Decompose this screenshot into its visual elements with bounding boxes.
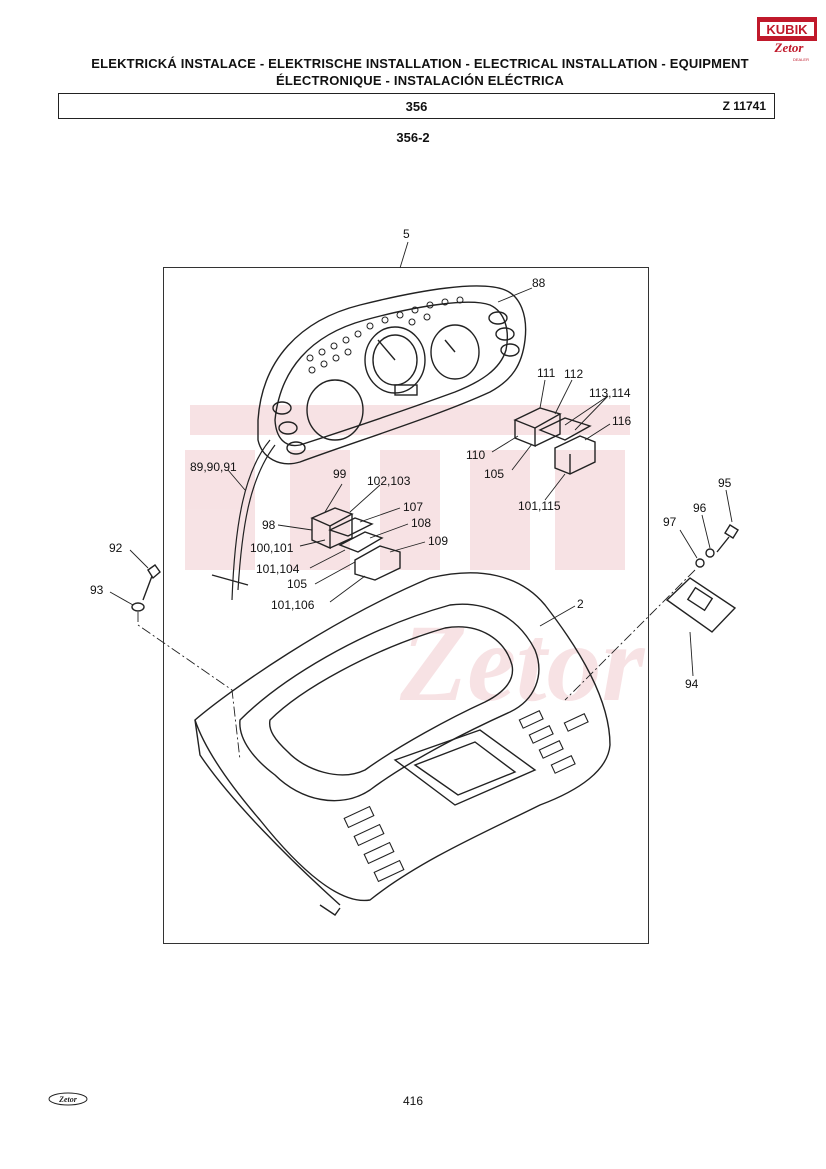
kubik-zetor-logo: KUBIK Zetor DEALER [757,17,817,62]
label-102-103: 102,103 [367,474,411,488]
speedometer-cable [231,439,271,601]
group-number: 356 [405,99,428,114]
label-108: 108 [411,516,432,530]
label-98: 98 [262,518,276,532]
switch-plate-94 [665,577,737,633]
label-2: 2 [577,597,584,611]
zetor-footer-logo: Zetor [48,1092,88,1106]
label-113-114: 113,114 [589,386,631,400]
label-89-90-91: 89,90,91 [190,460,237,474]
label-100-101: 100,101 [250,541,294,555]
logo-sub: Zetor [774,40,805,55]
label-93: 93 [90,583,104,597]
label-116: 116 [612,414,632,428]
instrument-cluster [257,285,527,465]
label-109: 109 [428,534,449,548]
label-94: 94 [685,677,699,691]
label-95: 95 [718,476,732,490]
title-line-2: ÉLECTRONIQUE - INSTALACIÓN ELÉCTRICA [276,73,564,88]
title-line-1: ELEKTRICKÁ INSTALACE - ELEKTRISCHE INSTA… [91,56,749,71]
label-107: 107 [403,500,424,514]
logo-dealer: DEALER [793,57,809,62]
label-5: 5 [403,227,410,241]
label-111: 111 [537,366,556,380]
washer-93 [131,602,145,612]
label-97: 97 [663,515,677,529]
label-101-104: 101,104 [256,562,300,576]
diagram-frame [163,267,649,944]
label-101-106: 101,106 [271,598,315,612]
svg-text:Zetor: Zetor [399,602,646,724]
footer-logo-text: Zetor [58,1095,78,1104]
label-105-a: 105 [484,467,505,481]
label-110: 110 [466,448,486,462]
group-bar: 356 Z 11741 [58,93,775,119]
page-title: ELEKTRICKÁ INSTALACE - ELEKTRISCHE INSTA… [60,55,780,89]
nut-97 [695,558,705,568]
bolt-95 [716,524,739,553]
label-101-115: 101,115 [518,499,561,513]
label-112: 112 [564,367,584,381]
dashboard-cover [194,572,611,916]
label-92: 92 [109,541,123,555]
catalog-code: Z 11741 [722,99,766,113]
temperature-gauge [306,379,364,441]
label-88: 88 [532,276,546,290]
logo-text: KUBIK [766,22,808,37]
washer-96 [705,548,715,558]
connector-group-left [310,507,401,581]
bolt-92 [142,564,161,601]
label-105-b: 105 [287,577,308,591]
label-99: 99 [333,467,347,481]
fuel-gauge [430,324,480,380]
connector-group-right [513,407,596,475]
label-96: 96 [693,501,707,515]
page-number: 416 [402,1094,424,1108]
subgroup-number: 356-2 [396,130,430,145]
